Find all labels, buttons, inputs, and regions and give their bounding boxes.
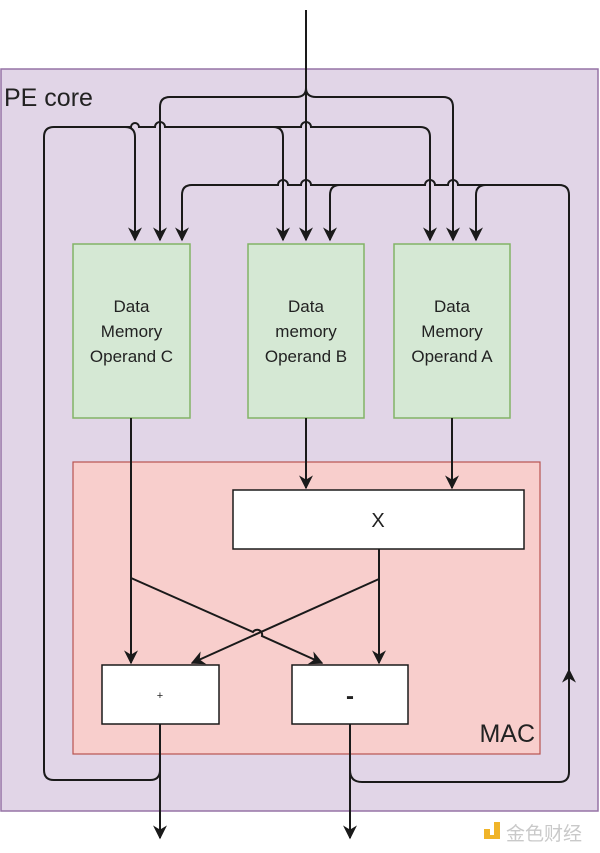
memory-c-line-3: Operand C xyxy=(90,347,173,366)
memory-a-line-1: Data xyxy=(434,297,470,316)
subtract-label: - xyxy=(346,683,354,710)
input-bus xyxy=(153,10,460,242)
memory-a-line-2: Memory xyxy=(421,322,483,341)
memory-operand-a: Data Memory Operand A xyxy=(393,243,511,419)
watermark-text: 金色财经 xyxy=(506,823,582,845)
memory-b-line-1: Data xyxy=(288,297,324,316)
memory-operand-b: Data memory Operand B xyxy=(247,243,365,419)
multiply-output-wires xyxy=(190,549,386,665)
memory-c-line-1: Data xyxy=(114,297,150,316)
feedback-left-wire xyxy=(43,121,437,781)
mac-label: MAC xyxy=(479,720,535,748)
memory-a-line-3: Operand A xyxy=(411,347,493,366)
subtract-box xyxy=(291,664,409,725)
memory-b-line-3: Operand B xyxy=(265,347,347,366)
wire-multiply-to-add xyxy=(190,578,380,665)
watermark: 金色财经 xyxy=(484,822,582,845)
memory-c-line-2: Memory xyxy=(101,322,163,341)
memory-b-line-2: memory xyxy=(275,322,337,341)
feedback-left-branch-b xyxy=(272,126,290,242)
pe-core-label: PE core xyxy=(4,84,93,112)
memory-c-box xyxy=(72,243,191,419)
memory-b-box xyxy=(247,243,365,419)
feedback-right-branch-a xyxy=(469,184,570,672)
wire-mem-c-to-subtract xyxy=(130,577,324,665)
memory-to-mac-wires xyxy=(124,418,459,665)
add-label: + xyxy=(157,690,163,702)
feedback-right-branch-b xyxy=(323,179,486,242)
output-wires xyxy=(153,724,357,840)
input-branch-a xyxy=(305,87,460,242)
multiply-label: X xyxy=(371,510,384,532)
add-operator: + xyxy=(101,664,220,725)
multiply-operator: X xyxy=(232,489,525,550)
feedback-left-bus xyxy=(43,121,437,781)
feedback-left-branch-c xyxy=(124,126,142,242)
input-branch-c xyxy=(153,87,307,242)
feedback-right-branch-c xyxy=(175,179,340,242)
memory-operand-c: Data Memory Operand C xyxy=(72,243,191,419)
subtract-operator: - xyxy=(291,664,409,725)
watermark-logo-icon xyxy=(484,822,500,839)
